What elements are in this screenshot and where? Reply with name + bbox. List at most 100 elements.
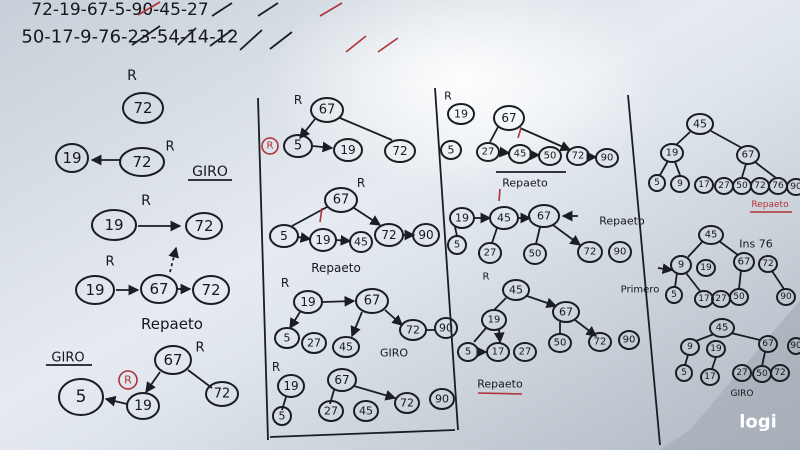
tree-node (686, 113, 714, 135)
node-value: 67 (364, 294, 381, 309)
tree-node (119, 147, 165, 177)
node-value: 50 (733, 292, 745, 302)
node-value: 19 (666, 148, 679, 159)
root-label: R (165, 140, 174, 155)
column-3: R 19 67 5 27 45 50 72 90 Repaeto 19 45 6… (440, 90, 645, 395)
root-label: R (444, 90, 452, 103)
node-value: 19 (700, 263, 712, 273)
node-value: 90 (439, 322, 453, 335)
root-label: R (294, 93, 302, 107)
column-4: 45 19 67 5 9 17 27 50 72 76 90 Repaeto I… (621, 113, 800, 399)
tree-node (670, 175, 690, 193)
node-value: 5 (284, 332, 291, 345)
node-value: 67 (163, 351, 182, 369)
root-label: R (272, 360, 280, 374)
tree-node (447, 103, 475, 125)
node-value: 5 (448, 144, 455, 157)
node-value: 90 (790, 182, 800, 192)
node-value: 5 (454, 240, 460, 251)
tree-node (758, 335, 778, 353)
node-value: 5 (76, 387, 87, 407)
node-value: 9 (678, 260, 684, 271)
tree-node (412, 223, 440, 247)
column-dividers (257, 87, 661, 446)
node-value: 45 (359, 405, 373, 418)
tree-node (528, 204, 560, 228)
tree-node (185, 212, 223, 240)
node-value: 72 (201, 281, 220, 299)
tree-node (75, 275, 115, 305)
node-value: 17 (698, 180, 709, 190)
tree-node (776, 288, 796, 306)
node-value: 45 (514, 149, 527, 160)
tree-node (502, 279, 530, 301)
node-value: 19 (315, 233, 330, 247)
tree-node (434, 317, 458, 339)
node-value: 76 (772, 181, 784, 191)
node-value: 19 (340, 143, 355, 157)
node-value: 90 (435, 393, 449, 406)
root-label: R (281, 276, 289, 290)
tree-node (429, 388, 455, 410)
tree-node (126, 392, 160, 420)
tree-node (787, 337, 800, 355)
node-value: 45 (693, 118, 707, 131)
node-value: 90 (601, 153, 614, 164)
node-value: 45 (705, 230, 718, 241)
node-value: 27 (307, 337, 321, 350)
tree-node (588, 332, 612, 352)
node-value: 67 (738, 257, 751, 268)
tree-node (301, 332, 327, 354)
tree-node (394, 392, 420, 414)
tree-node (318, 400, 344, 422)
root-label: R (105, 255, 114, 270)
node-value: 90 (418, 228, 433, 242)
node-value: 72 (406, 324, 420, 337)
node-value: 19 (104, 216, 123, 234)
tree-node (205, 381, 239, 407)
tree-node (493, 105, 525, 131)
node-value: 90 (623, 335, 636, 346)
node-value: 67 (537, 210, 551, 223)
repaeto-label: Repaeto (502, 177, 548, 190)
node-value: 19 (300, 295, 315, 309)
node-value: 72 (214, 387, 231, 402)
tree-node (324, 187, 358, 213)
tree-node (552, 301, 580, 323)
tree-node (736, 145, 760, 165)
node-value: 72 (572, 151, 585, 162)
node-value: 27 (718, 181, 729, 191)
tree-node (332, 336, 360, 358)
tree-node (384, 139, 416, 163)
node-value: 90 (780, 292, 792, 302)
node-value: 50 (544, 151, 557, 162)
node-value: 9 (687, 342, 693, 352)
tree-node (786, 178, 800, 196)
tree-node (733, 252, 755, 272)
tree-node (548, 333, 572, 353)
node-value: 72 (762, 259, 773, 269)
node-value: 19 (85, 281, 104, 299)
node-value: 72 (194, 217, 213, 235)
tree-node (709, 318, 735, 338)
tree-node (192, 275, 230, 305)
repaeto-label: Repaeto (141, 315, 203, 333)
tree-node (478, 242, 502, 264)
repaeto-label: Repaeto (477, 378, 523, 391)
giro-label: GIRO (51, 351, 84, 366)
tree-node (696, 259, 716, 277)
tree-node (55, 143, 89, 173)
tree-node (648, 174, 666, 192)
tree-node (680, 338, 700, 356)
tree-node (283, 134, 313, 158)
node-value: 72 (400, 397, 414, 410)
node-value: 67 (319, 103, 336, 118)
tree-node (513, 342, 537, 362)
repaeto-label: Repaeto (311, 261, 361, 275)
tree-node (277, 374, 305, 398)
node-value: 19 (283, 379, 298, 393)
node-value: 9 (677, 179, 683, 189)
tree-node (660, 143, 684, 163)
